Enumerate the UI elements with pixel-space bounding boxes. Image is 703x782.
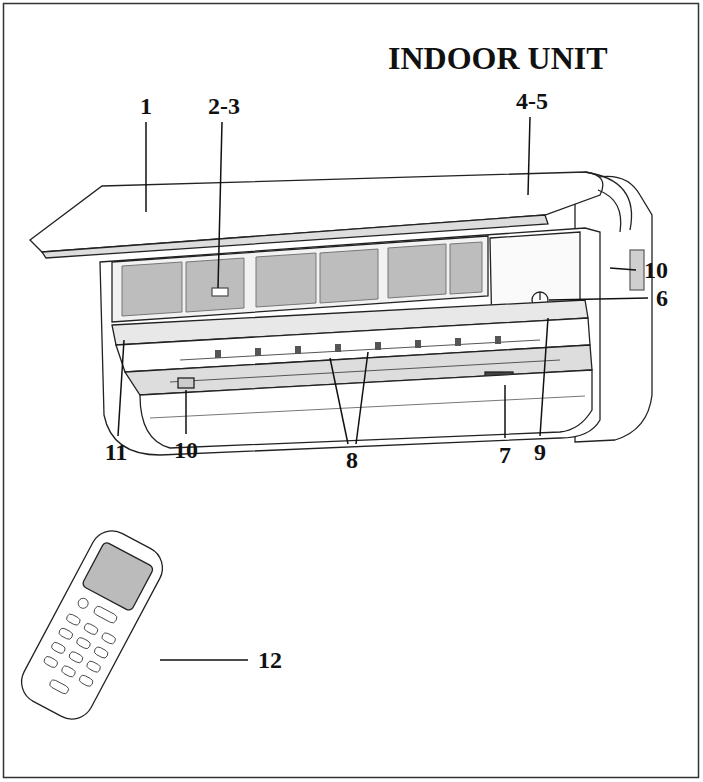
callout-number: 4-5 xyxy=(516,89,548,113)
callout-number: 12 xyxy=(258,648,282,672)
callout-number: 2-3 xyxy=(208,94,240,118)
callout-number: 11 xyxy=(105,440,128,464)
callout-number: 7 xyxy=(499,443,511,467)
callout-number: 10 xyxy=(644,258,668,282)
callout-number: 6 xyxy=(656,286,668,310)
callout-number: 8 xyxy=(346,448,358,472)
callout-number: 10 xyxy=(174,438,198,462)
diagram-title: INDOOR UNIT xyxy=(388,40,608,77)
callout-number: 1 xyxy=(140,94,152,118)
callout-number: 9 xyxy=(534,440,546,464)
